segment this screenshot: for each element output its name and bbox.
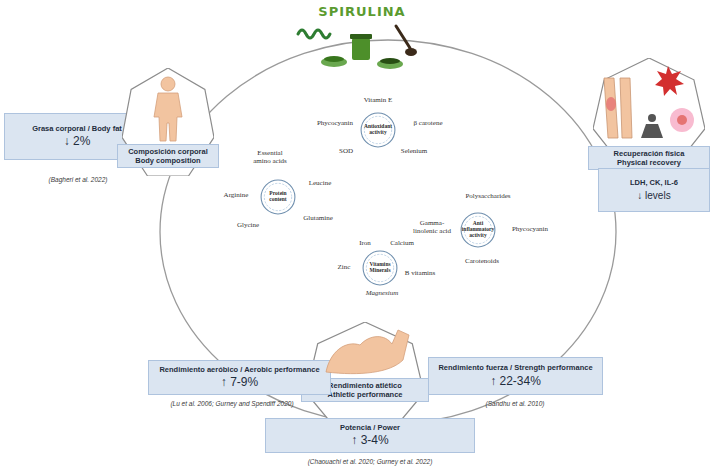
spoon <box>396 26 410 48</box>
nutrient-circle: Anti inflammatory activity <box>460 212 496 248</box>
jar-lid <box>350 34 372 39</box>
box-heading: Potencia / Power <box>340 424 400 433</box>
result-box: Rendimiento aeróbico / Aerobic performan… <box>148 360 331 395</box>
result-box: Potencia / Power↑ 3-4% <box>265 418 475 453</box>
diagram-title: SPIRULINA <box>0 4 720 19</box>
box-value: ↑ 22-34% <box>490 375 541 388</box>
box-value: ↓ 2% <box>64 135 91 148</box>
circle-label: Antioxidant activity <box>360 124 396 136</box>
heptagon-node: Composición corporalBody composition <box>122 68 214 176</box>
component-label: SOD <box>331 148 361 156</box>
component-label: Vitamin E <box>353 97 403 105</box>
citation-note: (Chaouachi et al. 2020; Gurney et al. 20… <box>255 458 485 465</box>
component-label: B vitamins <box>398 270 442 278</box>
component-label: Carotenoids <box>457 258 507 266</box>
bowl-powder <box>324 56 344 62</box>
box-value: ↑ 3-4% <box>351 434 388 447</box>
spirulina-filament <box>298 30 330 38</box>
nutrient-circle: Antioxidant activity <box>360 112 396 148</box>
spirulina-illustration <box>298 26 417 69</box>
component-label: Iron <box>353 240 377 248</box>
box-heading: Grasa corporal / Body fat <box>32 125 122 134</box>
heptagon-label-band: Composición corporalBody composition <box>117 144 219 168</box>
component-label: Zinc <box>332 264 356 272</box>
heptagon-label: Recuperación física <box>590 149 708 158</box>
component-label: Magnesium <box>359 290 405 298</box>
component-label: Glutamine <box>296 215 340 223</box>
bowl <box>377 59 403 69</box>
component-label: Phycocyanin <box>310 120 360 128</box>
result-box: LDH, CK, IL-6 ↓ levels <box>598 168 710 212</box>
citation-note: (Sandhu et al. 2010) <box>450 400 580 407</box>
box-value: ↓ levels <box>637 190 670 201</box>
heptagon-label: Body composition <box>119 156 217 165</box>
heptagon-node: Recuperación físicaPhysical recovery <box>593 58 705 168</box>
heptagon-label: Composición corporal <box>119 147 217 156</box>
jar <box>352 38 370 60</box>
box-heading: Rendimiento fuerza / Strength performanc… <box>438 364 592 373</box>
component-label: Leucine <box>300 180 340 188</box>
component-label: Arginine <box>216 192 256 200</box>
bowl <box>321 57 347 67</box>
spoon-bowl <box>405 48 417 56</box>
bowl-pills <box>380 58 400 64</box>
circle-label: Protein content <box>260 191 296 203</box>
component-label: β carotene <box>403 120 453 128</box>
component-label: Polysaccharides <box>458 193 518 201</box>
heptagon-label-band: Recuperación físicaPhysical recovery <box>588 146 710 170</box>
component-label: Selenium <box>394 148 434 156</box>
box-value: ↑ 7-9% <box>221 376 258 389</box>
circle-label: Anti inflammatory activity <box>460 221 496 238</box>
component-label: Phycocyanin <box>505 226 555 234</box>
component-label: Essential amino acids <box>248 150 292 165</box>
result-box: Rendimiento fuerza / Strength performanc… <box>428 357 603 395</box>
citation-note: (Lu et al. 2006; Gurney and Spendiff 202… <box>132 400 332 407</box>
citation-note: (Bagheri et al. 2022) <box>13 176 143 183</box>
box-heading: Rendimiento aeróbico / Aerobic performan… <box>159 366 319 375</box>
circle-label: Vitamins Minerals <box>362 262 398 274</box>
box-heading: LDH, CK, IL-6 <box>630 179 678 188</box>
nutrient-circle: Vitamins Minerals <box>362 250 398 286</box>
component-label: Glycine <box>228 222 268 230</box>
heptagon-label: Physical recovery <box>590 158 708 167</box>
component-label: Gamma-linolenic acid <box>409 220 455 235</box>
nutrient-circle: Protein content <box>260 179 296 215</box>
component-label: Calcium <box>384 240 420 248</box>
